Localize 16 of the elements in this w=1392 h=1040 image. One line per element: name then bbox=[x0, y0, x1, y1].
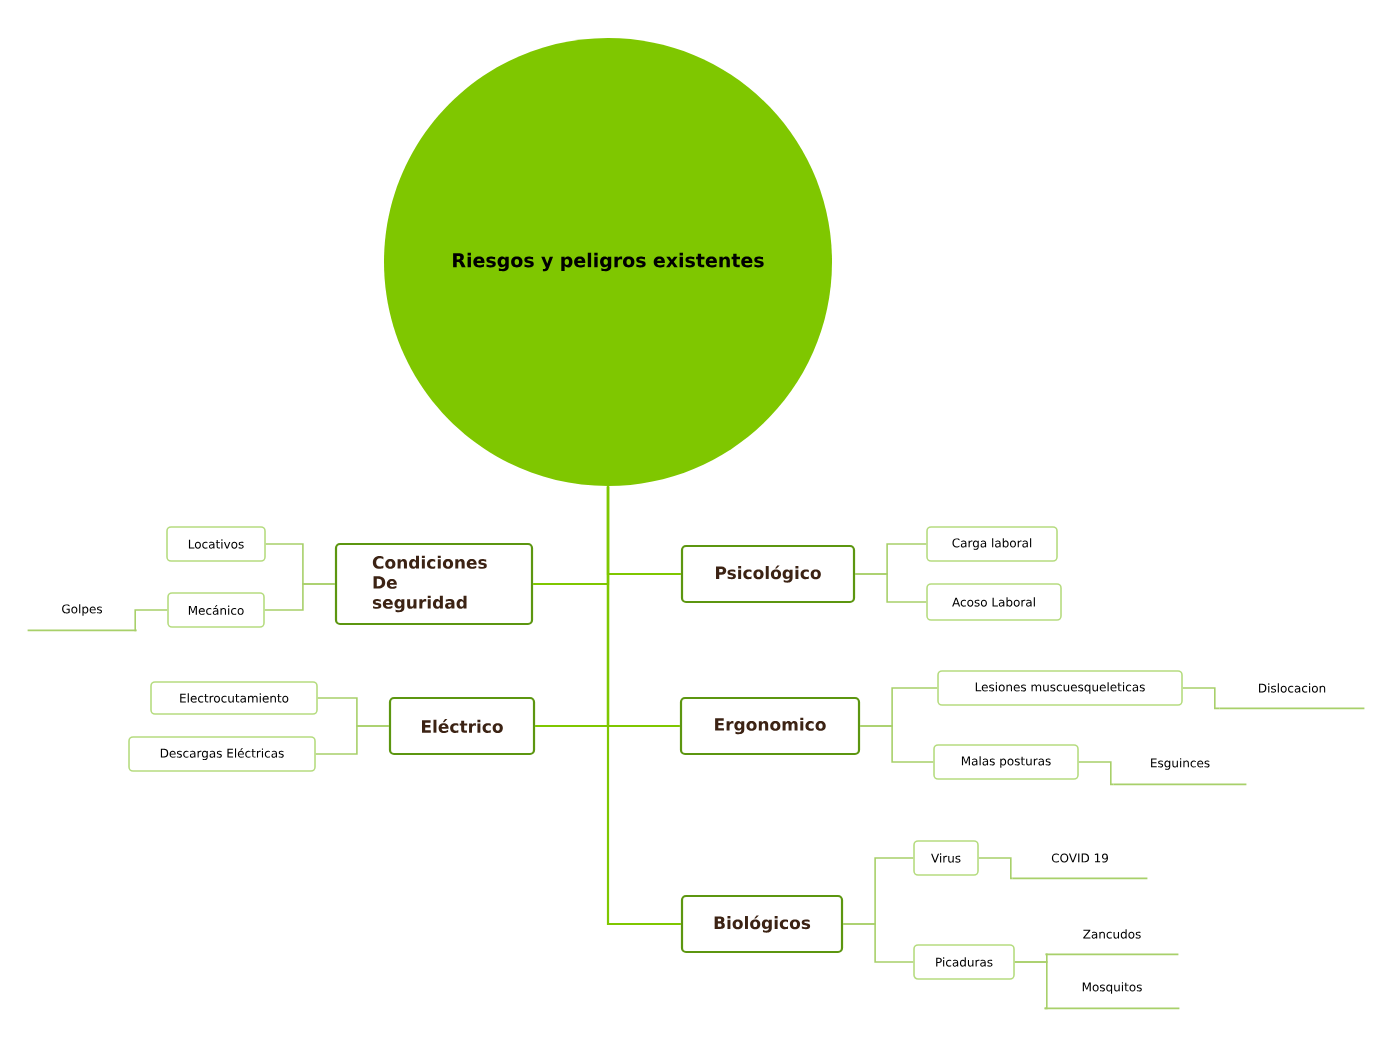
connector-line bbox=[1014, 961, 1048, 1010]
connector-line bbox=[606, 486, 681, 926]
connector-line bbox=[134, 609, 168, 632]
topic-box: Ergonomico bbox=[679, 696, 861, 756]
connector-line bbox=[859, 725, 934, 763]
connector-line bbox=[978, 857, 1014, 880]
connector-line bbox=[264, 583, 336, 611]
connector-line bbox=[854, 573, 927, 603]
topic-box: Psicológico bbox=[680, 544, 856, 604]
connector-line bbox=[1182, 687, 1221, 710]
topic-box: Biológicos bbox=[680, 894, 844, 954]
topic-box: Eléctrico bbox=[388, 696, 536, 756]
topic-box: Condiciones De seguridad bbox=[334, 542, 534, 626]
connector-line bbox=[1078, 761, 1115, 786]
connector-line bbox=[315, 725, 390, 755]
connector-line bbox=[842, 923, 914, 963]
